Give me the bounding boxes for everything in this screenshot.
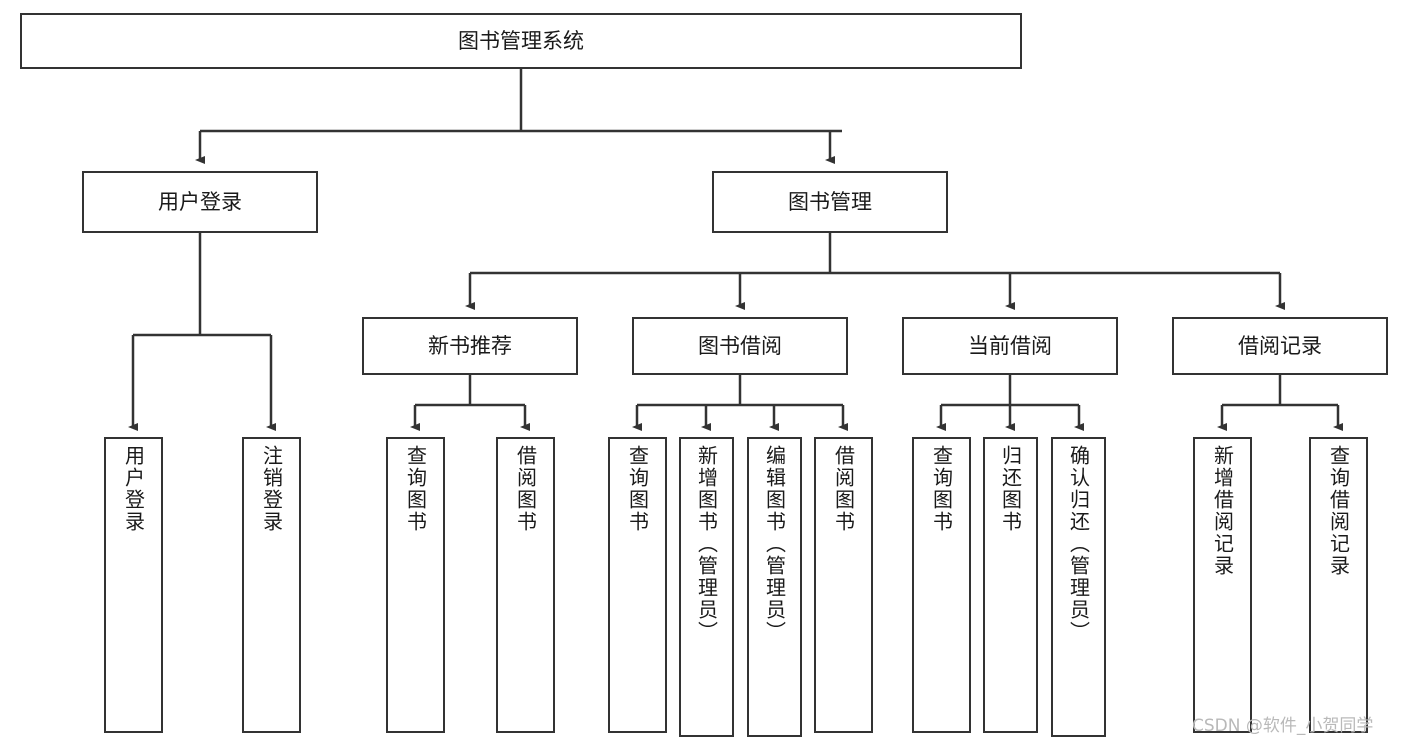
node-leaf-confirm-return[interactable]: 确认归还（管理员） [1051,437,1106,737]
node-leaf-query-book-3[interactable]: 查询图书 [912,437,971,733]
node-leaf-return-book[interactable]: 归还图书 [983,437,1038,733]
node-root-label: 图书管理系统 [458,28,584,53]
node-leaf-query-record-label: 查询借阅记录 [1326,445,1351,577]
node-leaf-add-record-label: 新增借阅记录 [1210,445,1235,577]
watermark: CSDN @软件_小贺同学 [1192,716,1374,736]
node-leaf-add-book[interactable]: 新增图书（管理员） [679,437,734,737]
node-new-book-recommend[interactable]: 新书推荐 [362,317,578,375]
node-leaf-query-book-1-label: 查询图书 [403,445,428,533]
node-book-manage[interactable]: 图书管理 [712,171,948,233]
node-leaf-add-book-label: 新增图书（管理员） [694,445,719,643]
node-leaf-query-book-3-label: 查询图书 [929,445,954,533]
node-leaf-query-book-1[interactable]: 查询图书 [386,437,445,733]
node-borrow-record-label: 借阅记录 [1238,333,1322,358]
node-leaf-query-book-2-label: 查询图书 [625,445,650,533]
node-leaf-query-record[interactable]: 查询借阅记录 [1309,437,1368,733]
node-leaf-edit-book[interactable]: 编辑图书（管理员） [747,437,802,737]
node-new-book-recommend-label: 新书推荐 [428,333,512,358]
node-leaf-user-login[interactable]: 用户登录 [104,437,163,733]
node-leaf-edit-book-label: 编辑图书（管理员） [762,445,787,643]
node-borrow-record[interactable]: 借阅记录 [1172,317,1388,375]
node-current-borrow-label: 当前借阅 [968,333,1052,358]
node-root[interactable]: 图书管理系统 [20,13,1022,69]
node-book-borrow-label: 图书借阅 [698,333,782,358]
node-leaf-query-book-2[interactable]: 查询图书 [608,437,667,733]
node-leaf-confirm-return-label: 确认归还（管理员） [1066,445,1091,643]
node-book-borrow[interactable]: 图书借阅 [632,317,848,375]
node-leaf-borrow-book-1[interactable]: 借阅图书 [496,437,555,733]
node-leaf-borrow-book-2[interactable]: 借阅图书 [814,437,873,733]
node-leaf-borrow-book-1-label: 借阅图书 [513,445,538,533]
node-leaf-return-book-label: 归还图书 [998,445,1023,533]
node-current-borrow[interactable]: 当前借阅 [902,317,1118,375]
node-user-login-label: 用户登录 [158,189,242,214]
node-leaf-user-logout-label: 注销登录 [259,445,284,533]
node-leaf-user-logout[interactable]: 注销登录 [242,437,301,733]
node-book-manage-label: 图书管理 [788,189,872,214]
node-leaf-user-login-label: 用户登录 [121,445,146,533]
node-leaf-add-record[interactable]: 新增借阅记录 [1193,437,1252,733]
node-leaf-borrow-book-2-label: 借阅图书 [831,445,856,533]
node-user-login[interactable]: 用户登录 [82,171,318,233]
